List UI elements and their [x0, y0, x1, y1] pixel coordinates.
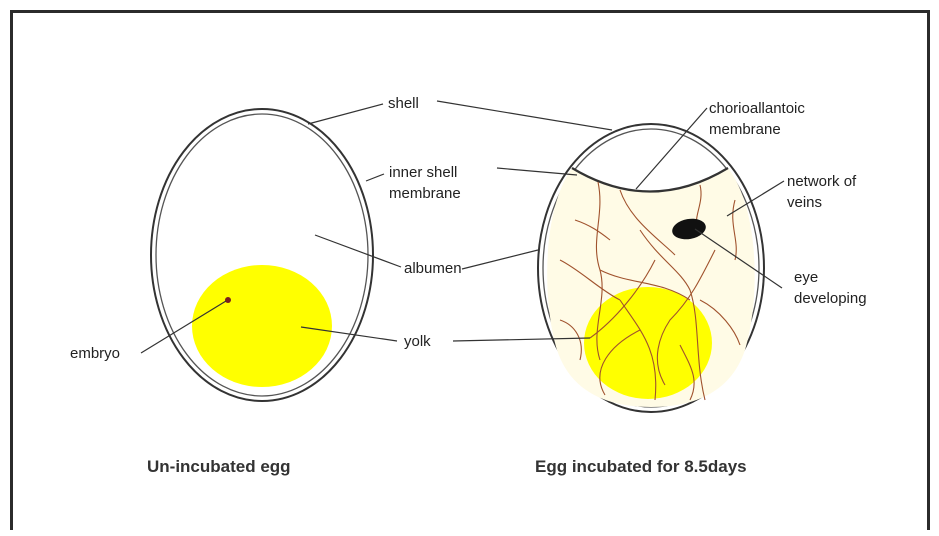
embryo-dot [225, 297, 231, 303]
caption-incubated: Egg incubated for 8.5days [535, 457, 747, 476]
label-eye-developing: developing [794, 290, 867, 307]
label-eye: eye [794, 269, 818, 286]
unincubated-egg [151, 109, 373, 401]
label-network: network of [787, 173, 857, 190]
label-yolk: yolk [404, 333, 431, 350]
label-inner-shell: inner shell [389, 164, 457, 181]
label-network-veins: veins [787, 194, 822, 211]
label-albumen: albumen [404, 260, 462, 277]
left-yolk [192, 265, 332, 387]
label-inner-shell-membrane: membrane [389, 185, 461, 202]
caption-unincubated: Un-incubated egg [147, 457, 291, 476]
label-embryo: embryo [70, 345, 120, 362]
label-chorioallantoic: chorioallantoic [709, 100, 805, 117]
label-shell: shell [388, 95, 419, 112]
right-yolk [584, 287, 712, 399]
label-chorioallantoic-membrane: membrane [709, 121, 781, 138]
incubated-egg [538, 124, 764, 412]
